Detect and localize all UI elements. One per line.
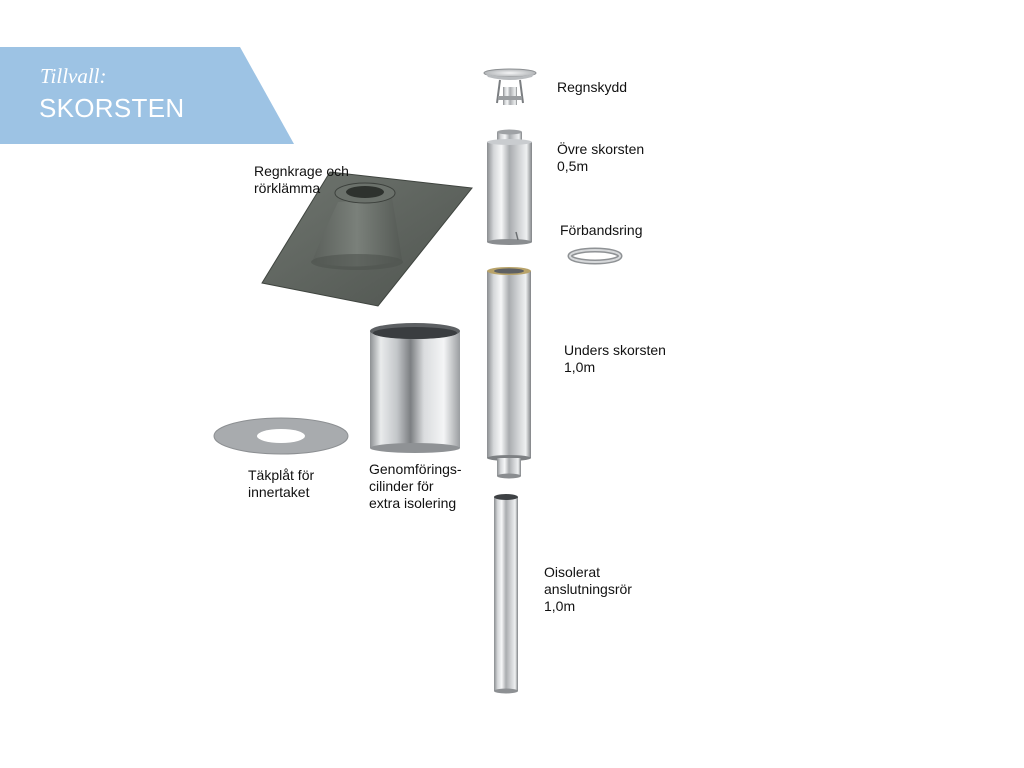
label-unders-skorsten: Unders skorsten 1,0m — [564, 342, 666, 375]
label-forbandsring: Förbandsring — [560, 222, 643, 238]
connection-pipe-icon — [494, 494, 518, 694]
label-ovre-skorsten: Övre skorsten 0,5m — [557, 141, 645, 174]
ceiling-plate-icon — [213, 417, 349, 455]
title-banner: Tillvall: SKORSTEN — [0, 0, 300, 150]
banner-subtitle: Tillvall: — [40, 64, 107, 88]
banner-shape — [0, 47, 294, 144]
label-takplat: Täkplåt för innertaket — [248, 467, 315, 500]
roof-flashing-icon — [261, 171, 473, 307]
label-oisolerat: Oisolerat anslutningsrör 1,0m — [544, 564, 632, 614]
label-regnskydd: Regnskydd — [557, 79, 628, 95]
banner-title: SKORSTEN — [39, 93, 185, 123]
label-genomforing: Genomförings- cilinder för extra isoleri… — [369, 461, 462, 511]
rain-cap-icon — [483, 68, 537, 105]
insulation-cylinder-icon — [370, 323, 460, 453]
label-regnkrage: Regnkrage och rörklämma — [254, 163, 349, 196]
lower-chimney-icon — [487, 267, 531, 479]
upper-chimney-icon — [487, 129, 532, 245]
connection-ring-icon — [567, 247, 623, 265]
